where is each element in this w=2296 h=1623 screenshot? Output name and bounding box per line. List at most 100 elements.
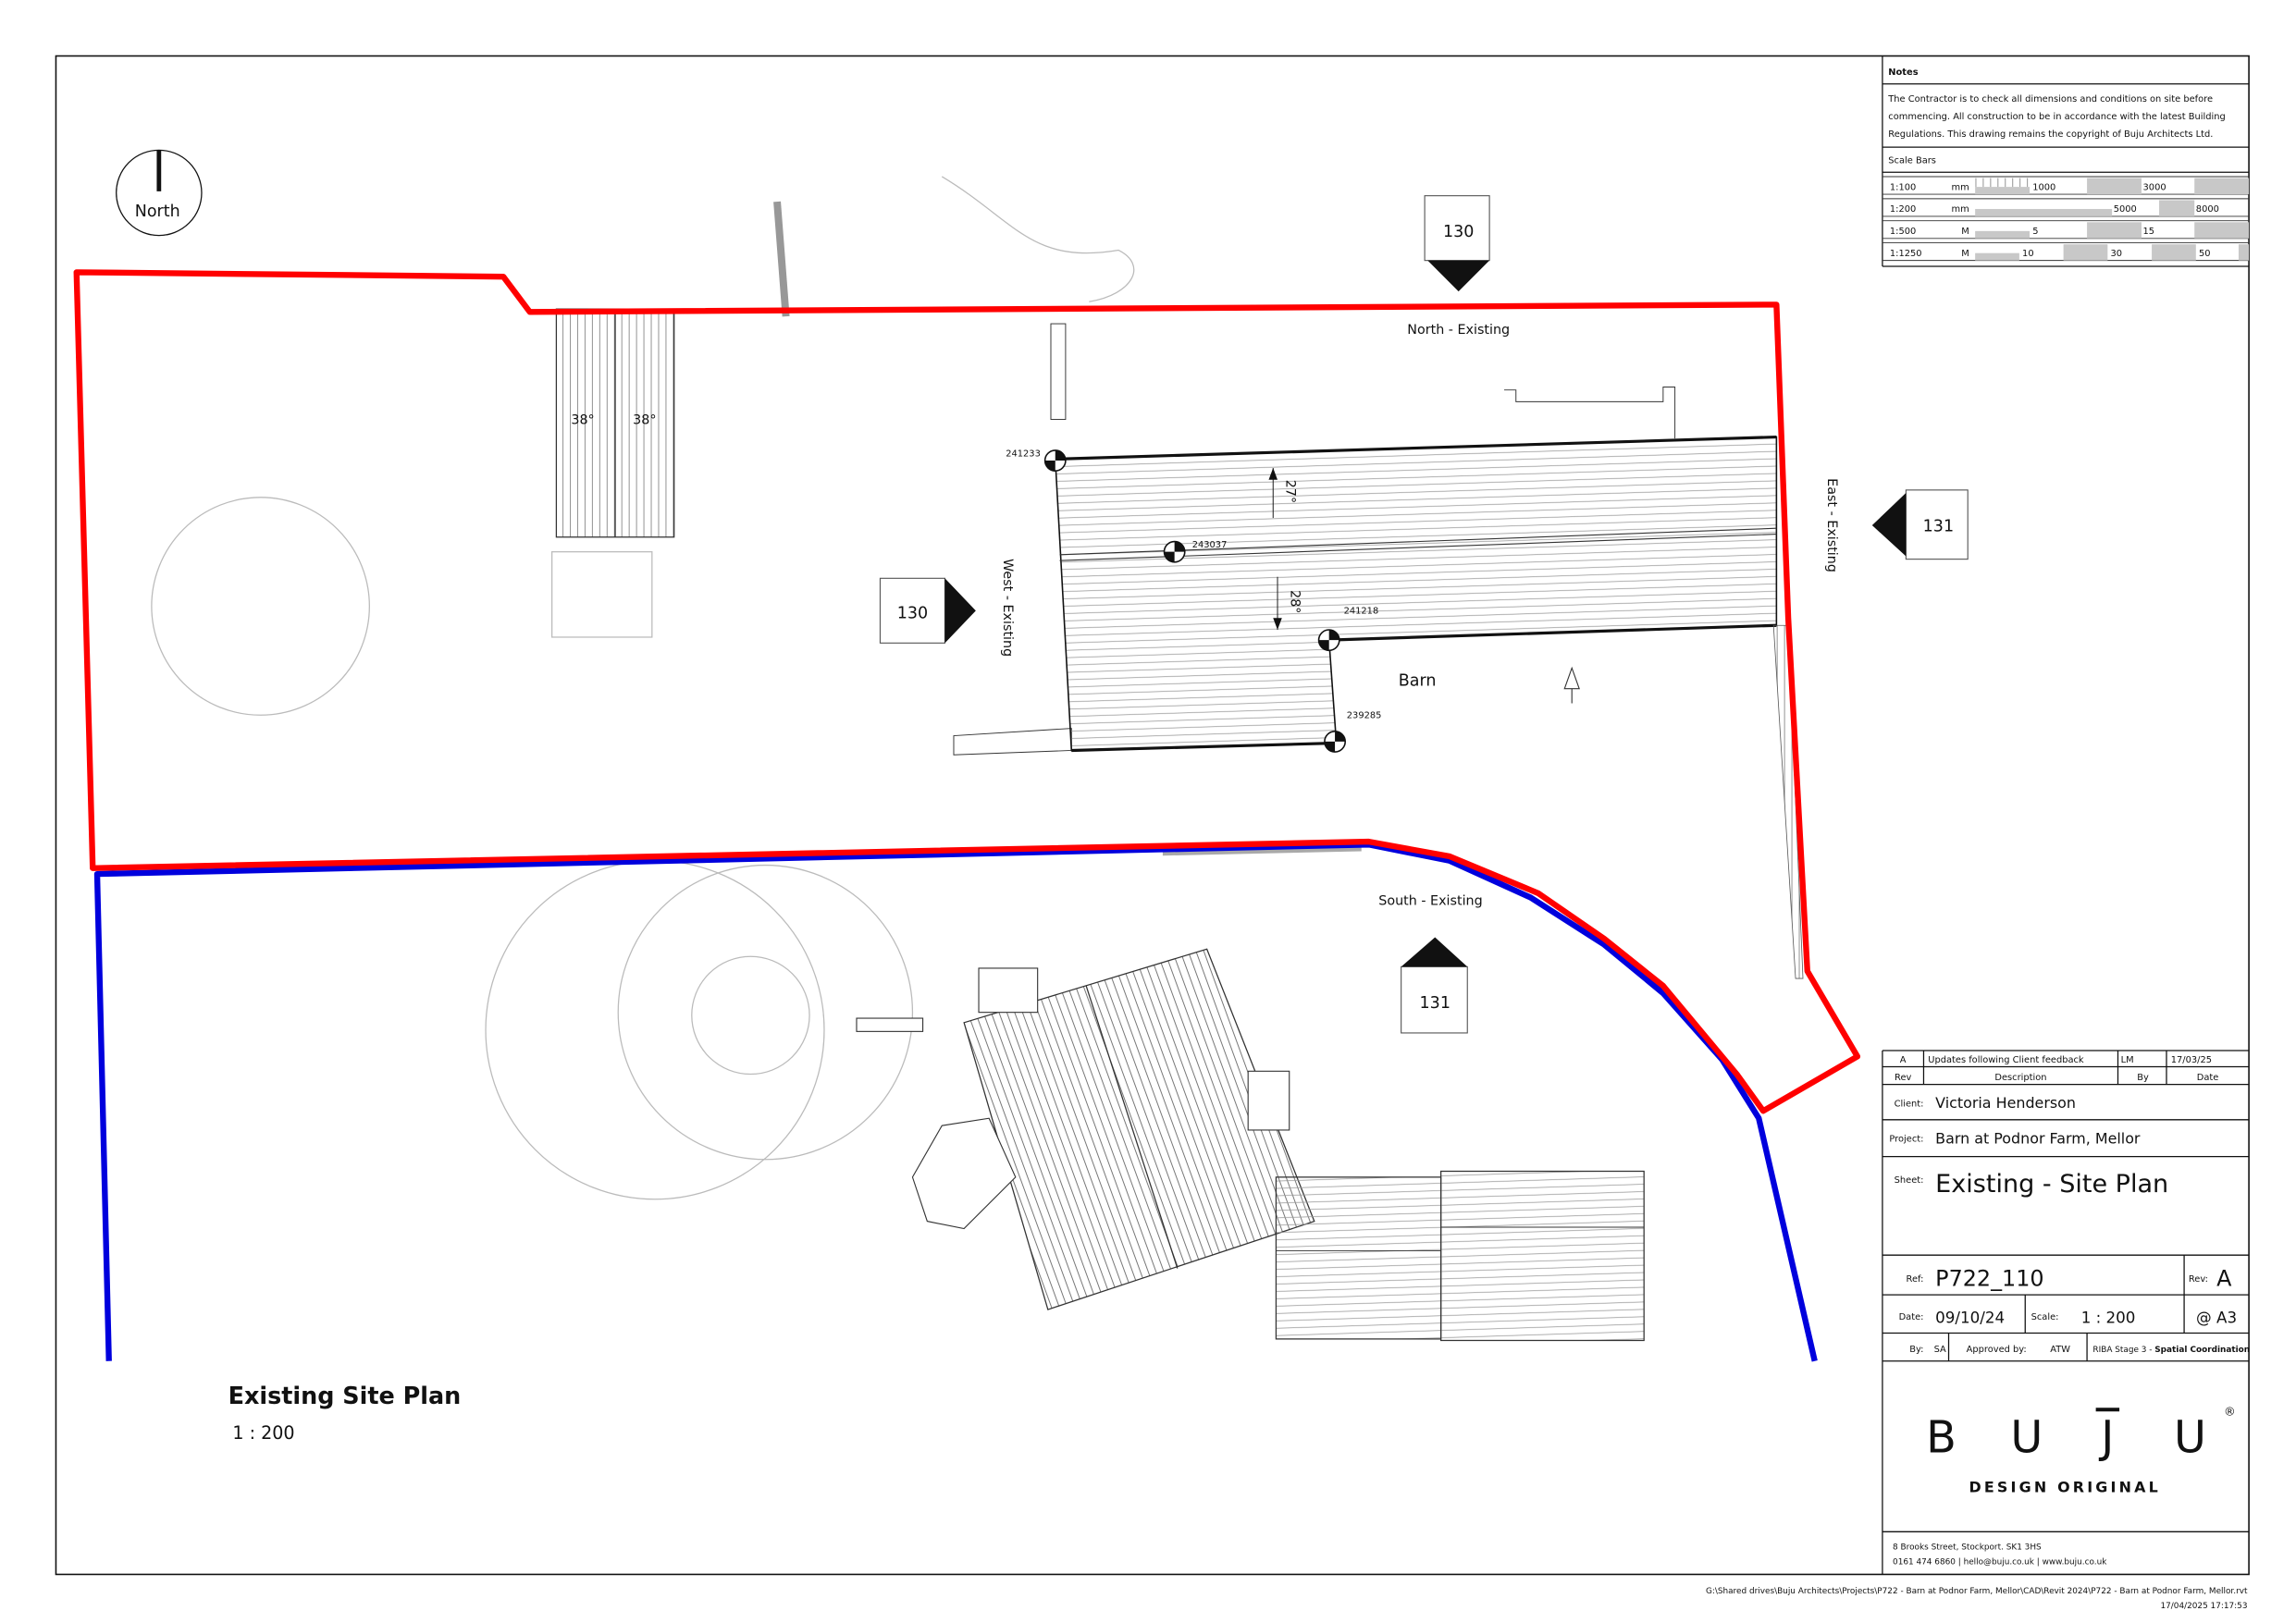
svg-text:®: ®: [2224, 1405, 2236, 1419]
panel-angle-1: 38°: [571, 412, 594, 427]
svg-text:By: By: [2137, 1073, 2149, 1083]
drawing-rev: A: [2216, 1266, 2232, 1292]
svg-text:mm: mm: [1952, 182, 1969, 192]
scale-bar-row: 1:1250 M 10 30 50: [1882, 242, 2250, 262]
ownership-boundary: [93, 842, 1818, 1362]
svg-text:241218: 241218: [1344, 607, 1379, 617]
section-marker-south[interactable]: 131: [1401, 937, 1468, 1034]
pipe-run: [1504, 387, 1676, 439]
svg-text:North: North: [135, 203, 180, 221]
svg-text:5: 5: [2032, 227, 2038, 237]
elevation-label-south: South - Existing: [1378, 894, 1482, 909]
revision-row: A Updates following Client feedback LM 1…: [1900, 1055, 2212, 1065]
scale-bar-row: 1:500 M 5 15: [1882, 220, 2250, 240]
notes-line: The Contractor is to check all dimension…: [1887, 94, 2213, 105]
svg-text:131: 131: [1923, 517, 1954, 535]
svg-text:1000: 1000: [2032, 182, 2055, 192]
svg-text:U: U: [2010, 1412, 2043, 1463]
svg-text:10: 10: [2022, 249, 2034, 259]
tree-canopy: [151, 497, 914, 1200]
notes-line: commencing. All construction to be in ac…: [1888, 112, 2226, 122]
riba-stage: RIBA Stage 3 - Spatial Coordination: [2092, 1346, 2250, 1355]
svg-text:Date: Date: [2197, 1073, 2219, 1083]
svg-text:130: 130: [897, 604, 928, 622]
svg-text:241233: 241233: [1006, 449, 1041, 459]
entrance-arrow-icon: [1563, 666, 1580, 704]
svg-text:By:: By:: [1909, 1345, 1923, 1355]
svg-text:243037: 243037: [1192, 540, 1228, 550]
scale-bars-heading: Scale Bars: [1888, 156, 1936, 166]
buju-logo: B U J U ® DESIGN ORIGINAL: [1926, 1405, 2236, 1496]
svg-text:DESIGN ORIGINAL: DESIGN ORIGINAL: [1969, 1478, 2161, 1495]
svg-text:1:500: 1:500: [1890, 227, 1916, 237]
svg-text:17/03/25: 17/03/25: [2171, 1055, 2212, 1065]
north-arrow-icon: North: [116, 149, 203, 237]
paper-size: @ A3: [2196, 1308, 2237, 1326]
svg-text:130: 130: [1443, 223, 1474, 241]
svg-text:mm: mm: [1952, 204, 1969, 215]
print-timestamp: 17/04/2025 17:17:53: [2160, 1602, 2247, 1611]
site-plan: 38° 38° Barn 27° 28° 241233: [73, 149, 1969, 1444]
svg-text:J: J: [2098, 1412, 2114, 1463]
revision-header: Rev Description By Date: [1895, 1073, 2218, 1083]
drawing-date: 09/10/24: [1935, 1308, 2005, 1326]
panel-angle-2: 38°: [633, 412, 656, 427]
svg-text:239285: 239285: [1347, 710, 1382, 720]
svg-text:SA: SA: [1934, 1345, 1946, 1355]
project-name: Barn at Podnor Farm, Mellor: [1935, 1129, 2141, 1147]
drawing-title: Existing Site Plan: [228, 1383, 462, 1410]
svg-text:Updates following Client feedb: Updates following Client feedback: [1928, 1055, 2084, 1065]
drawing-scale: 1 : 200: [232, 1422, 294, 1444]
sheet-border: [55, 55, 2250, 1576]
svg-text:8000: 8000: [2196, 204, 2219, 215]
level-marker: 241233: [1006, 449, 1067, 472]
svg-text:Scale:: Scale:: [2031, 1312, 2059, 1322]
neighbouring-buildings: [856, 846, 1645, 1342]
svg-text:M: M: [1961, 249, 1969, 259]
svg-text:Ref:: Ref:: [1907, 1274, 1924, 1285]
section-marker-east[interactable]: 131: [1871, 489, 1969, 560]
svg-text:LM: LM: [2121, 1055, 2134, 1065]
svg-text:3000: 3000: [2143, 182, 2166, 192]
notes-heading: Notes: [1888, 68, 1918, 78]
svg-text:Rev:: Rev:: [2189, 1274, 2208, 1285]
level-marker: 239285: [1324, 710, 1382, 753]
level-marker: 243037: [1163, 540, 1228, 563]
barn-roof: [1054, 435, 1778, 753]
drawing-ref: P722_110: [1935, 1266, 2043, 1292]
svg-text:30: 30: [2111, 249, 2123, 259]
hedge-outline: [941, 176, 1135, 302]
svg-text:Sheet:: Sheet:: [1895, 1175, 1924, 1186]
outbuilding-outline: [550, 551, 653, 638]
level-marker: 241218: [1317, 607, 1379, 652]
section-marker-north[interactable]: 130: [1424, 195, 1490, 292]
svg-text:1:100: 1:100: [1890, 182, 1916, 192]
svg-text:Client:: Client:: [1895, 1100, 1924, 1110]
client-name: Victoria Henderson: [1935, 1094, 2076, 1112]
svg-text:Date:: Date:: [1899, 1312, 1924, 1322]
svg-text:1:200: 1:200: [1890, 204, 1916, 215]
elevation-label-east: East - Existing: [1824, 478, 1839, 572]
svg-text:Project:: Project:: [1889, 1135, 1923, 1145]
site-boundary: [73, 269, 1861, 1114]
address-line: 8 Brooks Street, Stockport. SK1 3HS: [1893, 1543, 2042, 1552]
svg-text:U: U: [2174, 1412, 2206, 1463]
svg-text:50: 50: [2199, 249, 2211, 259]
drawing-scale-value: 1 : 200: [2081, 1308, 2136, 1326]
barn-label: Barn: [1399, 671, 1437, 690]
svg-text:5000: 5000: [2114, 204, 2137, 215]
section-marker-west[interactable]: 130: [879, 577, 976, 644]
notes-line: Regulations. This drawing remains the co…: [1888, 129, 2213, 140]
svg-text:Rev: Rev: [1895, 1073, 1911, 1083]
yard-structure: [1050, 323, 1067, 420]
scale-bar-row: 1:100 mm 1000 3000: [1882, 176, 2250, 195]
file-path: G:\Shared drives\Buju Architects\Project…: [1706, 1587, 2248, 1596]
svg-text:Approved by:: Approved by:: [1967, 1345, 2027, 1355]
svg-text:ATW: ATW: [2050, 1345, 2070, 1355]
solar-panels: 38° 38°: [555, 308, 675, 538]
contact-line: 0161 474 6860 | hello@buju.co.uk | www.b…: [1893, 1557, 2107, 1567]
roof-pitch-2: 28°: [1287, 590, 1302, 613]
path-west: [953, 728, 1072, 756]
title-block: Notes The Contractor is to check all dim…: [1882, 55, 2250, 1575]
